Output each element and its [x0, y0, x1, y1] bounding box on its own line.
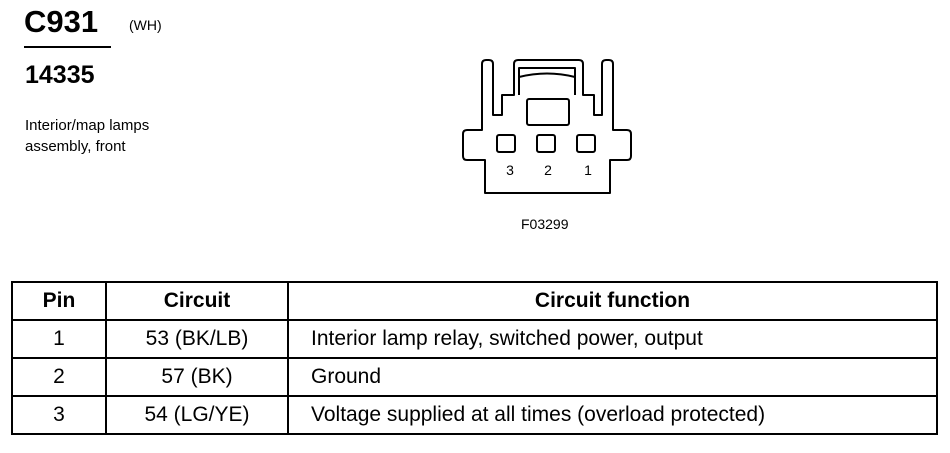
description: Interior/map lamps assembly, front [25, 115, 225, 157]
part-number: 14335 [25, 61, 95, 89]
row-pin: 3 [11, 395, 107, 435]
connector-face-drawing: 3 2 1 [462, 59, 632, 194]
row-function: Voltage supplied at all times (overload … [287, 395, 938, 435]
table-row: 2 57 (BK) Ground [11, 357, 938, 397]
header-circuit: Circuit [105, 281, 289, 321]
pin-table: Pin Circuit Circuit function 1 53 (BK/LB… [11, 281, 938, 435]
connector-id: C931 [24, 4, 99, 39]
figure-code: F03299 [521, 216, 569, 232]
pin-label-2: 2 [544, 162, 552, 178]
row-pin: 1 [11, 319, 107, 359]
header-pin: Pin [11, 281, 107, 321]
table-row: 1 53 (BK/LB) Interior lamp relay, switch… [11, 319, 938, 359]
pin-cavity-1 [576, 134, 596, 153]
row-pin: 2 [11, 357, 107, 397]
row-function: Interior lamp relay, switched power, out… [287, 319, 938, 359]
description-line-2: assembly, front [25, 138, 126, 155]
row-function: Ground [287, 357, 938, 397]
connector-color: (WH) [129, 17, 162, 33]
latch-outline [518, 67, 576, 95]
row-circuit: 57 (BK) [105, 357, 289, 397]
latch-window [526, 98, 570, 126]
header-function: Circuit function [287, 281, 938, 321]
pin-cavity-3 [496, 134, 516, 153]
table-header-row: Pin Circuit Circuit function [11, 281, 938, 321]
pin-label-1: 1 [584, 162, 592, 178]
description-line-1: Interior/map lamps [25, 117, 150, 134]
pin-label-3: 3 [506, 162, 514, 178]
row-circuit: 54 (LG/YE) [105, 395, 289, 435]
latch-ramp [518, 72, 576, 78]
table-row: 3 54 (LG/YE) Voltage supplied at all tim… [11, 395, 938, 435]
pin-cavity-2 [536, 134, 556, 153]
row-circuit: 53 (BK/LB) [105, 319, 289, 359]
connector-body-outline [462, 59, 632, 194]
header-rule [24, 46, 111, 48]
